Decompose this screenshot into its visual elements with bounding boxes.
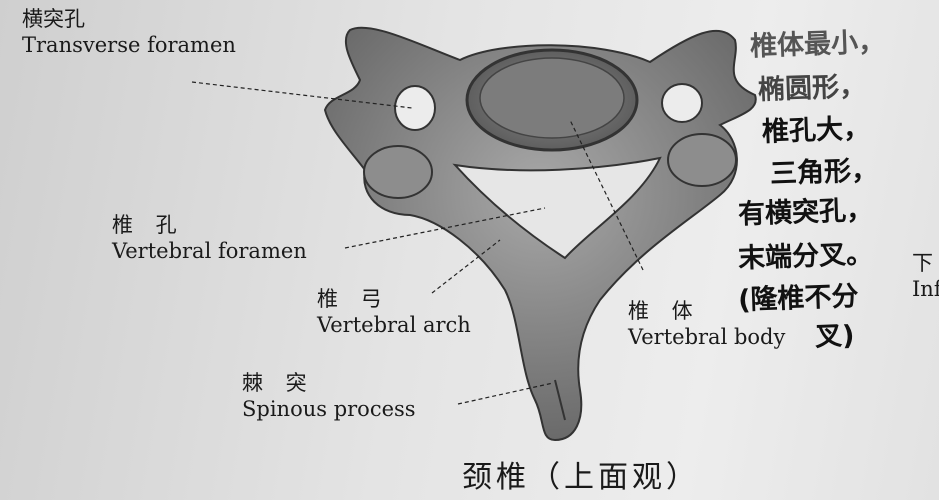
label-en: Transverse foramen: [22, 33, 236, 57]
label-zh: 椎 孔: [112, 213, 185, 237]
label-spinous-process: 棘 突 Spinous process: [242, 370, 416, 422]
label-en: Vertebral foramen: [112, 239, 307, 263]
label-vertebral-body: 椎 体 Vertebral body: [628, 298, 785, 350]
label-en: Vertebral body: [628, 325, 786, 349]
label-zh: 下: [912, 251, 933, 275]
handwritten-note: 有横突孔，: [737, 194, 874, 231]
handwritten-note: 末端分叉。: [737, 238, 874, 275]
transverse-foramen-right: [661, 83, 703, 123]
label-inferior-cut: 下 Inf: [912, 250, 939, 302]
label-vertebral-arch: 椎 弓 Vertebral arch: [317, 286, 471, 338]
label-vertebral-foramen: 椎 孔 Vertebral foramen: [112, 212, 307, 264]
label-zh: 棘 突: [242, 371, 315, 395]
vertebral-foramen: [452, 156, 662, 260]
label-zh: 横突孔: [22, 7, 85, 31]
handwritten-note: 椭圆形，: [757, 71, 867, 106]
handwritten-note: 椎体最小，: [749, 26, 886, 63]
transverse-foramen-left: [394, 85, 436, 131]
label-en: Vertebral arch: [317, 313, 471, 337]
figure-title: 颈椎（上面观）: [462, 460, 700, 495]
label-en: Spinous process: [242, 397, 416, 421]
label-zh: 椎 体: [628, 299, 701, 323]
label-en: Inf: [912, 277, 939, 301]
label-transverse-foramen: 横突孔 Transverse foramen: [22, 6, 236, 58]
leader-lines: [191, 81, 644, 405]
handwritten-note: 三角形，: [769, 155, 879, 190]
label-zh: 椎 弓: [317, 287, 390, 311]
handwritten-note: 叉): [814, 320, 855, 353]
handwritten-note: (隆椎不分: [737, 280, 859, 317]
handwritten-note: 椎孔大，: [761, 113, 871, 148]
